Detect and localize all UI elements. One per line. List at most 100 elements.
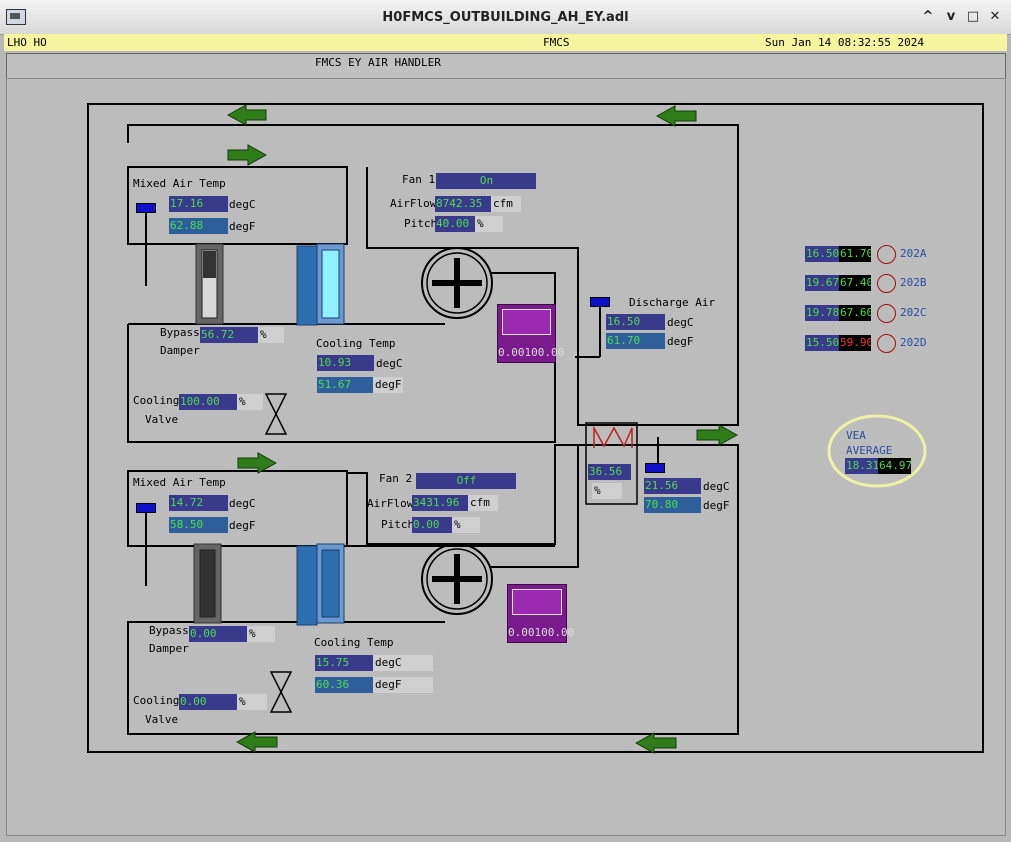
upper-bypass-label: Bypass	[160, 326, 200, 339]
discharge-air-sensor-icon	[590, 297, 610, 307]
unit-pct: %	[237, 394, 263, 410]
unit-degf: degF	[373, 677, 433, 693]
fan-1-label: Fan 1	[402, 173, 436, 186]
fan-1-icon	[421, 247, 493, 319]
flow-arrow-icon	[226, 104, 267, 126]
upper-mixed-air-degf: 62.88	[169, 218, 228, 234]
unit-pct: %	[258, 327, 284, 343]
fan-1-airflow: 8742.35	[435, 196, 492, 212]
heater-degf: 70.80	[644, 497, 701, 513]
upper-cooling-temp-label: Cooling Temp	[316, 337, 396, 350]
upper-damper-label: Damper	[160, 344, 200, 357]
lower-mixed-air-degf: 58.50	[169, 517, 228, 533]
zone-202b-status-icon	[877, 274, 896, 293]
lower-mixed-air-sensor-icon	[136, 503, 156, 513]
unit-degf: degF	[229, 519, 256, 532]
heater-coil-icon	[585, 422, 638, 505]
close-button[interactable]: ✕	[989, 9, 1001, 24]
lower-cooling-temp-label: Cooling Temp	[314, 636, 394, 649]
restore-button[interactable]: v	[946, 9, 956, 24]
site-label: LHO HO	[7, 36, 47, 49]
maximize-button[interactable]: □	[966, 9, 980, 24]
fan-2-airflow: 3431.96	[412, 495, 469, 511]
unit-cfm: cfm	[468, 495, 498, 511]
lower-cooling-label: Cooling	[133, 694, 180, 707]
vea-average-degc: 18.31	[845, 458, 878, 474]
fan-2-pitch: 0.00	[412, 517, 453, 533]
zone-202b-degc: 19.67	[805, 275, 839, 291]
upper-cooling-coil-icon	[296, 243, 345, 326]
fan-1-pitch: 40.00	[435, 216, 476, 232]
upper-cooling-valve-icon	[264, 393, 288, 435]
upper-bypass-damper-icon	[195, 243, 224, 325]
heater-sensor-icon	[645, 463, 665, 473]
unit-pct: %	[592, 483, 622, 499]
zone-202d-degc: 15.50	[805, 335, 839, 351]
lower-damper-label: Damper	[149, 642, 189, 655]
fan-2-icon	[421, 543, 493, 615]
upper-mixed-air-box	[127, 166, 348, 245]
discharge-air-label: Discharge Air	[629, 296, 716, 309]
lower-cooling-valve-icon	[269, 671, 293, 713]
zone-202a-degf: 61.70	[839, 246, 871, 262]
app-icon[interactable]	[6, 9, 26, 25]
zone-202a-label: 202A	[900, 247, 927, 260]
discharge-air-degf: 61.70	[606, 333, 665, 349]
zone-202b-degf: 67.40	[839, 275, 871, 291]
vea-label: VEA	[846, 429, 866, 442]
unit-degc: degC	[667, 316, 694, 329]
system-label: FMCS	[543, 36, 570, 49]
fan-1-meter: 0.00100.00	[497, 304, 565, 363]
fan-2-pitch-label: Pitch	[381, 518, 415, 531]
unit-degf: degF	[703, 499, 730, 512]
lower-cooling-valve-pct: 0.00	[179, 694, 238, 710]
vea-average-degf: 64.97	[878, 458, 911, 474]
unit-degc: degC	[229, 497, 256, 510]
unit-degc: degC	[703, 480, 730, 493]
unit-degf: degF	[229, 220, 256, 233]
upper-mixed-air-degc: 17.16	[169, 196, 228, 212]
zone-202b-label: 202B	[900, 276, 927, 289]
lower-cooling-temp-degc: 15.75	[315, 655, 374, 671]
upper-mixed-air-sensor-icon	[136, 203, 156, 213]
upper-cooling-temp-degf: 51.67	[317, 377, 374, 393]
lower-bypass-pct: 0.00	[189, 626, 248, 642]
flow-arrow-icon	[634, 732, 677, 754]
zone-202c-degc: 19.78	[805, 305, 839, 321]
vea-average-outline	[827, 414, 927, 488]
zone-202d-status-icon	[877, 334, 896, 353]
fan-2-state: Off	[416, 473, 516, 489]
flow-arrow-icon	[227, 144, 268, 166]
heater-degc: 21.56	[644, 478, 701, 494]
fan-1-meter-text: 0.00100.00	[498, 346, 565, 359]
lower-bypass-damper-icon	[193, 543, 222, 624]
datetime-label: Sun Jan 14 08:32:55 2024	[765, 36, 924, 49]
fan-1-state: On	[436, 173, 536, 189]
fan-2-airflow-label: AirFlow	[367, 497, 414, 510]
flow-arrow-icon	[655, 105, 697, 127]
unit-degc: degC	[229, 198, 256, 211]
lower-valve-label: Valve	[145, 713, 179, 726]
fan-2-meter: 0.00100.00	[507, 584, 574, 643]
flow-arrow-icon	[696, 424, 739, 446]
minimize-button[interactable]: ^	[922, 9, 934, 24]
vea-average-label: AVERAGE	[846, 444, 893, 457]
zone-202c-status-icon	[877, 304, 896, 323]
upper-cooling-label: Cooling	[133, 394, 180, 407]
unit-pct: %	[237, 694, 267, 710]
fan-1-pitch-label: Pitch	[404, 217, 438, 230]
window-title: H0FMCS_OUTBUILDING_AH_EY.adl	[382, 10, 629, 25]
panel-title: FMCS EY AIR HANDLER	[315, 56, 441, 69]
unit-cfm: cfm	[491, 196, 521, 212]
flow-arrow-icon	[235, 731, 278, 753]
zone-202c-label: 202C	[900, 306, 927, 319]
header-bar: LHO HO FMCS Sun Jan 14 08:32:55 2024	[4, 34, 1007, 51]
unit-degf: degF	[373, 377, 403, 393]
zone-202a-status-icon	[877, 245, 896, 264]
upper-cooling-valve-pct: 100.00	[179, 394, 238, 410]
lower-mixed-air-degc: 14.72	[169, 495, 228, 511]
unit-pct: %	[247, 626, 275, 642]
unit-degc: degC	[373, 655, 433, 671]
zone-202a-degc: 16.50	[805, 246, 839, 262]
zone-202d-label: 202D	[900, 336, 927, 349]
